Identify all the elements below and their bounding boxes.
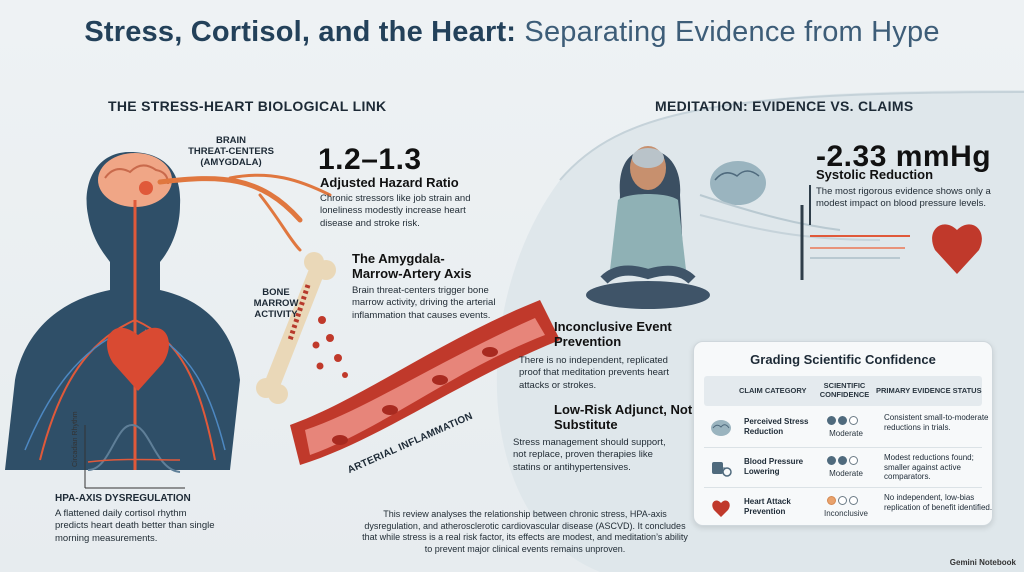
header-confidence: SCIENTIFIC CONFIDENCE xyxy=(819,381,870,399)
systolic-number: -2.33 mmHg xyxy=(816,140,992,173)
inconclusive-title: Inconclusive Event Prevention xyxy=(554,319,672,349)
confidence-table-card: Grading Scientific Confidence CLAIM CATE… xyxy=(693,341,993,526)
hpa-title: HPA-AXIS DYSREGULATION xyxy=(55,493,191,504)
table-row: Blood Pressure Lowering Moderate Modest … xyxy=(704,448,982,488)
confidence-dots xyxy=(827,496,858,505)
header-status: PRIMARY EVIDENCE STATUS xyxy=(876,385,982,395)
axis-title: The Amygdala-Marrow-Artery Axis xyxy=(352,251,472,281)
brand-label: Gemini Notebook xyxy=(949,558,1016,567)
table-row: Heart Attack Prevention Inconclusive No … xyxy=(704,488,992,528)
confidence-dots xyxy=(827,416,858,425)
title-light: Separating Evidence from Hype xyxy=(524,16,940,48)
adjunct-body: Stress management should support, not re… xyxy=(513,437,666,473)
row-claim: Perceived Stress Reduction xyxy=(744,417,809,436)
axis-body: Brain threat-centers trigger bone marrow… xyxy=(352,285,496,321)
hazard-number: 1.2–1.3 xyxy=(318,143,422,176)
row-status: Consistent small-to-moderate reductions … xyxy=(884,413,989,432)
row-confidence: Moderate xyxy=(829,469,863,478)
row-claim: Heart Attack Prevention xyxy=(744,497,791,516)
row-confidence: Moderate xyxy=(829,429,863,438)
adjunct-title: Low-Risk Adjunct, Not Substitute xyxy=(554,402,693,432)
page-title: Stress, Cortisol, and the Heart: Separat… xyxy=(0,16,1024,49)
table-title: Grading Scientific Confidence xyxy=(750,352,936,367)
brain-icon xyxy=(711,420,731,436)
row-status: Modest reductions found; smaller against… xyxy=(884,453,974,482)
brain-label: BRAIN THREAT-CENTERS (AMYGDALA) xyxy=(188,135,274,168)
right-section-heading: MEDITATION: EVIDENCE VS. CLAIMS xyxy=(655,98,914,114)
systolic-body: The most rigorous evidence shows only a … xyxy=(816,186,991,210)
table-row: Perceived Stress Reduction Moderate Cons… xyxy=(704,408,988,448)
heart-icon xyxy=(712,500,730,517)
blood-pressure-cuff-icon xyxy=(712,462,732,477)
hpa-body: A flattened daily cortisol rhythm predic… xyxy=(55,508,215,544)
summary-text: This review analyses the relationship be… xyxy=(362,509,688,555)
row-claim: Blood Pressure Lowering xyxy=(744,457,804,476)
hazard-body: Chronic stressors like job strain and lo… xyxy=(320,193,471,229)
marrow-label: BONE MARROW ACTIVITY xyxy=(253,287,299,320)
systolic-title: Systolic Reduction xyxy=(816,167,934,182)
hazard-title: Adjusted Hazard Ratio xyxy=(320,175,459,190)
left-section-heading: THE STRESS-HEART BIOLOGICAL LINK xyxy=(108,98,387,114)
header-claim: CLAIM CATEGORY xyxy=(739,385,807,395)
row-status: No independent, low-bias replication of … xyxy=(884,493,993,512)
inconclusive-body: There is no independent, replicated proo… xyxy=(519,355,669,391)
chart-ylabel: Circadian Rhythm xyxy=(72,411,79,467)
title-bold: Stress, Cortisol, and the Heart: xyxy=(84,16,517,48)
row-confidence: Inconclusive xyxy=(823,509,869,518)
table-header: CLAIM CATEGORY SCIENTIFIC CONFIDENCE PRI… xyxy=(704,376,982,406)
confidence-dots xyxy=(827,456,858,465)
